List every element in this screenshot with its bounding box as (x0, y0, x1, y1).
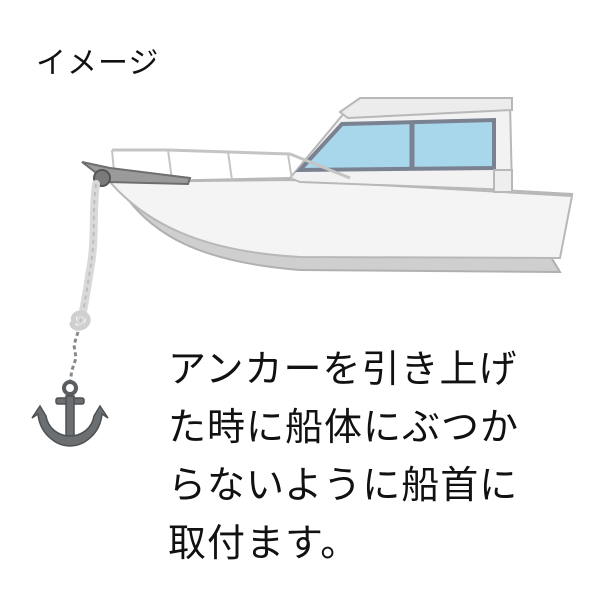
caption-line-1: アンカーを引き上げ (168, 347, 518, 391)
rope-icon (69, 180, 100, 331)
image-label: イメージ (36, 46, 160, 81)
anchor-icon (31, 380, 109, 447)
bow-roller-icon (81, 161, 192, 187)
caption-line-2: た時に船体にぶつか (168, 405, 520, 449)
anchor-ring (62, 380, 78, 396)
cabin-step (493, 169, 513, 193)
caption-line-4: 取付ます。 (168, 521, 360, 565)
rail-post-4 (287, 153, 293, 181)
cabin-window (295, 117, 496, 173)
caption-line-3: らないように船首に (168, 463, 519, 507)
description-text: アンカーを引き上げ た時に船体にぶつか らないように船首に 取付ます。 (168, 340, 568, 572)
anchor-shank (65, 395, 75, 439)
hull-upper (107, 178, 574, 260)
anchor-arms (31, 404, 109, 447)
chain-icon (68, 331, 80, 383)
boat-icon (107, 97, 574, 274)
cabin-roof (338, 97, 513, 120)
rope (76, 180, 100, 326)
chain (68, 331, 80, 383)
rope-knot (69, 310, 91, 331)
rail-post-3 (227, 151, 233, 181)
